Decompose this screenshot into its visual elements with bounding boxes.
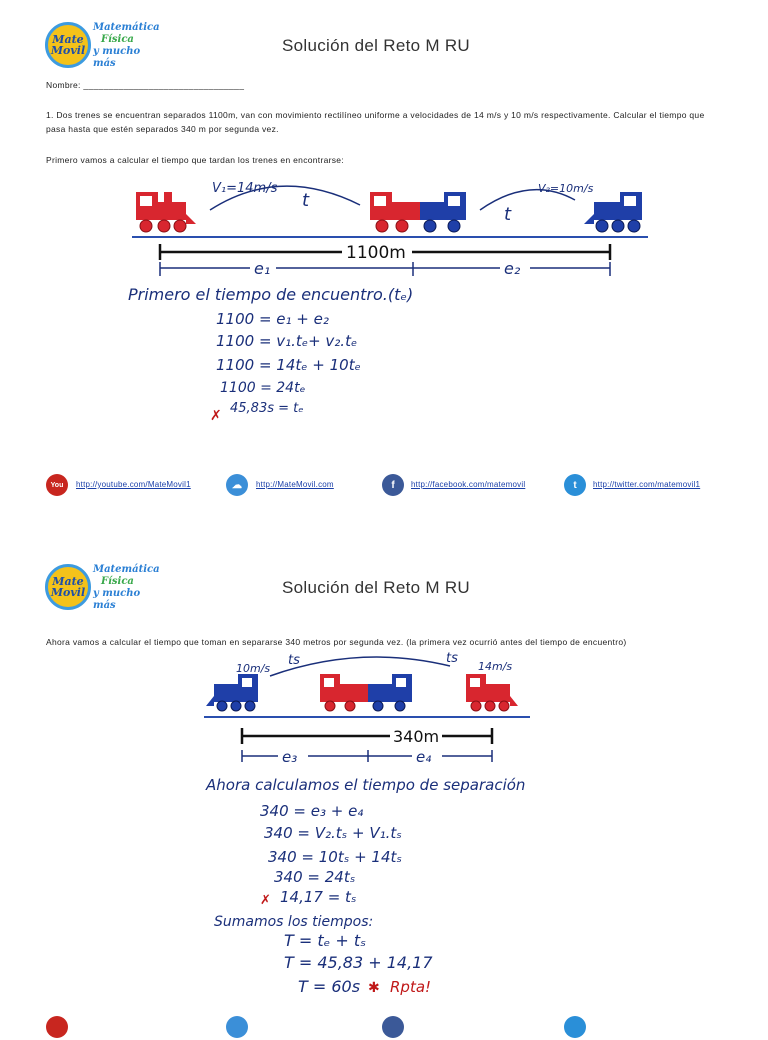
work1-line-2: 1100 = v₁.tₑ+ v₂.tₑ bbox=[216, 332, 357, 350]
twitter-icon-2[interactable] bbox=[564, 1016, 586, 1038]
blue-train-left bbox=[206, 674, 258, 712]
cloud-icon[interactable]: ☁ bbox=[226, 474, 248, 496]
links-row: You http://youtube.com/MateMovil1 ☁ http… bbox=[46, 474, 746, 498]
blue-train-center bbox=[368, 674, 412, 712]
logo-tagline-1: Matemática bbox=[93, 22, 160, 33]
t-right-label: t bbox=[504, 204, 512, 225]
facebook-link[interactable]: http://facebook.com/matemovil bbox=[411, 480, 526, 489]
logo-text-1: Mate bbox=[52, 33, 84, 46]
work2-line-4: 340 = 24tₛ bbox=[274, 868, 355, 886]
logo-text-2: Movil bbox=[50, 44, 86, 57]
e3-label: e₃ bbox=[282, 748, 297, 766]
red-train-middle bbox=[370, 192, 420, 233]
name-field-label: Nombre: ________________________________ bbox=[46, 80, 245, 90]
svg-text:✱: ✱ bbox=[368, 980, 380, 996]
trains-diagram-2: 10m/s 14m/s ts ts 340m e₃ e₄ bbox=[204, 651, 530, 766]
site-link[interactable]: http://MateMovil.com bbox=[256, 480, 334, 489]
youtube-link[interactable]: http://youtube.com/MateMovil1 bbox=[76, 480, 191, 489]
youtube-icon-2[interactable] bbox=[46, 1016, 68, 1038]
facebook-icon[interactable]: f bbox=[382, 474, 404, 496]
intro-text-2: Ahora vamos a calcular el tiempo que tom… bbox=[46, 637, 627, 647]
work2-line-1: 340 = e₃ + e₄ bbox=[260, 802, 363, 820]
twitter-icon[interactable]: t bbox=[564, 474, 586, 496]
svg-text:✗: ✗ bbox=[260, 893, 271, 908]
links-row-2 bbox=[46, 1016, 746, 1040]
svg-text:✗: ✗ bbox=[210, 408, 222, 424]
cloud-icon-2[interactable] bbox=[226, 1016, 248, 1038]
v-right-label: 14m/s bbox=[478, 660, 512, 673]
distance-label: 1100m bbox=[346, 243, 406, 263]
work-1: Primero el tiempo de encuentro.(tₑ) 1100… bbox=[128, 285, 413, 424]
red-train-left bbox=[136, 192, 196, 233]
e4-label: e₄ bbox=[416, 748, 431, 766]
problem-statement: 1. Dos trenes se encuentran separados 11… bbox=[46, 110, 705, 134]
work-2: Ahora calculamos el tiempo de separación… bbox=[205, 776, 525, 996]
arc-arrow-right bbox=[479, 188, 576, 211]
sum-line-2: T = 45,83 + 14,17 bbox=[284, 953, 433, 972]
e1-label: e₁ bbox=[254, 259, 270, 278]
work2-result: 14,17 = tₛ bbox=[280, 888, 357, 906]
logo-tagline-2: Física bbox=[101, 34, 134, 45]
e2-label: e₂ bbox=[504, 259, 521, 278]
logo2-text-2: Movil bbox=[50, 586, 86, 599]
work1-result: 45,83s = tₑ bbox=[230, 401, 304, 416]
work2-heading: Ahora calculamos el tiempo de separación bbox=[205, 776, 525, 794]
v2-label: V₂=10m/s bbox=[538, 182, 594, 195]
sum-heading: Sumamos los tiempos: bbox=[214, 914, 373, 930]
answer-tag: Rpta! bbox=[390, 978, 431, 996]
logo-tagline-3: y mucho más bbox=[93, 46, 141, 69]
sum-line-3: T = 60s bbox=[298, 977, 360, 996]
intro-text-1: Primero vamos a calcular el tiempo que t… bbox=[46, 155, 344, 165]
logo-tagline-p2: Matemática Física y mucho más bbox=[93, 564, 160, 612]
work2-line-2: 340 = V₂.tₛ + V₁.tₛ bbox=[264, 824, 402, 842]
arc-arrow-2 bbox=[269, 656, 451, 677]
t-left-label: t bbox=[302, 190, 310, 211]
logo2-text-1: Mate bbox=[52, 575, 84, 588]
page2-title: Solución del Reto M RU bbox=[282, 578, 471, 597]
ts-left-label: ts bbox=[288, 653, 300, 668]
arc-arrow-left bbox=[209, 185, 361, 211]
page1-title: Solución del Reto M RU bbox=[282, 36, 471, 55]
red-train-center bbox=[320, 674, 368, 712]
facebook-icon-2[interactable] bbox=[382, 1016, 404, 1038]
blue-train-right bbox=[584, 192, 642, 233]
work1-heading: Primero el tiempo de encuentro.(tₑ) bbox=[128, 285, 413, 304]
ts-right-label: ts bbox=[446, 651, 458, 666]
work1-line-4: 1100 = 24tₑ bbox=[220, 380, 306, 396]
logo2-tagline-2: Física bbox=[101, 576, 134, 587]
v1-label: V₁=14m/s bbox=[212, 181, 278, 196]
v-left-label: 10m/s bbox=[236, 662, 270, 675]
twitter-link[interactable]: http://twitter.com/matemovil1 bbox=[593, 480, 701, 489]
work2-line-3: 340 = 10tₛ + 14tₛ bbox=[268, 848, 402, 866]
logo-tagline: Matemática Física y mucho más bbox=[93, 22, 160, 70]
sum-line-1: T = tₑ + tₛ bbox=[284, 931, 366, 950]
work1-line-1: 1100 = e₁ + e₂ bbox=[216, 310, 329, 328]
distance-label-2: 340m bbox=[393, 727, 439, 746]
youtube-icon[interactable]: You bbox=[46, 474, 68, 496]
red-train-right bbox=[466, 674, 518, 712]
trains-diagram-1: V₁=14m/s V₂=10m/s t t 1100m e₁ e₂ bbox=[132, 181, 648, 278]
work1-line-3: 1100 = 14tₑ + 10tₑ bbox=[216, 356, 361, 374]
logo2-tagline-3: y mucho más bbox=[93, 588, 141, 611]
blue-train-middle bbox=[420, 192, 466, 233]
logo2-tagline-1: Matemática bbox=[93, 564, 160, 575]
